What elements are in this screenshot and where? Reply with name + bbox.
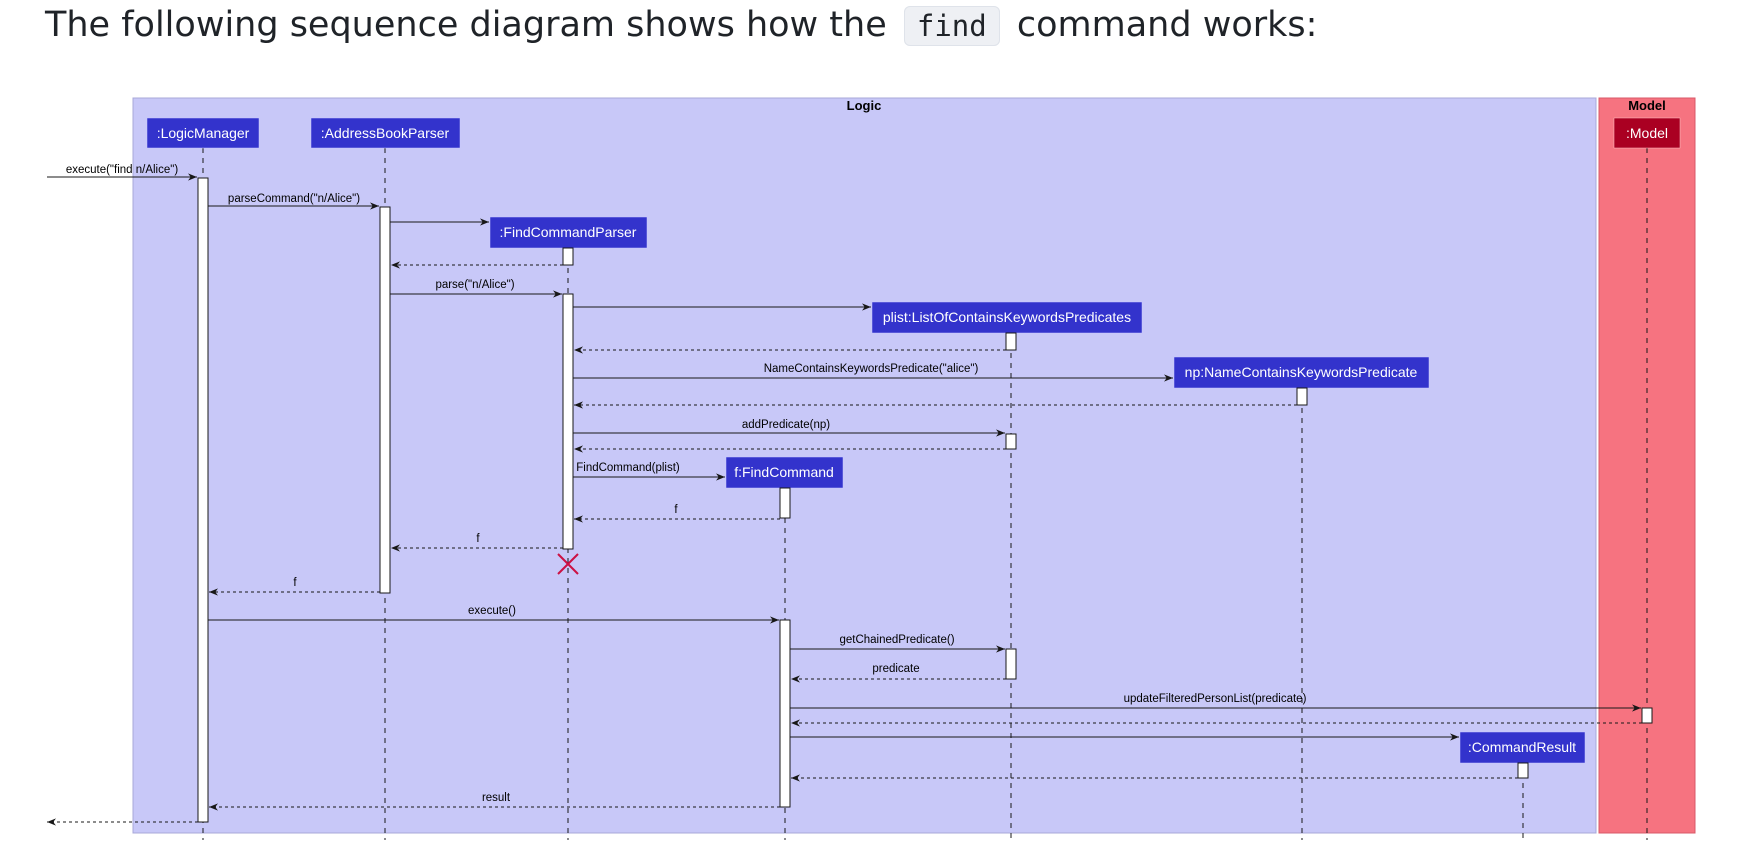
model-box-title: Model xyxy=(1628,98,1666,113)
participant-command-result xyxy=(1459,731,1586,764)
activation-plist-get xyxy=(1005,648,1017,680)
intro-text-after: command works: xyxy=(1016,5,1318,45)
label-return-result: result xyxy=(482,792,511,804)
destroy-find-command-parser-icon xyxy=(557,553,579,575)
activation-find-command-parser-creation xyxy=(562,247,574,266)
activation-np-creation xyxy=(1296,387,1308,406)
label-return-f-2: f xyxy=(476,533,480,545)
activation-address-book-parser xyxy=(379,206,391,594)
intro-text-before: The following sequence diagram shows how… xyxy=(45,5,887,45)
label-return-f-1: f xyxy=(674,504,678,516)
label-find-command-ctor: FindCommand(plist) xyxy=(576,462,680,474)
inline-code-find: find xyxy=(903,6,1000,46)
label-name-predicate: NameContainsKeywordsPredicate("alice") xyxy=(764,363,979,375)
activation-plist-add xyxy=(1005,433,1017,450)
participant-np xyxy=(1173,356,1430,389)
participant-address-book-parser-label: :AddressBookParser xyxy=(321,125,450,141)
activation-find-command-creation xyxy=(779,487,791,519)
activation-logic-manager xyxy=(197,177,209,823)
participant-address-book-parser xyxy=(310,117,461,149)
participant-model xyxy=(1613,117,1681,149)
participant-model-label: :Model xyxy=(1626,125,1668,141)
participant-plist-label: plist:ListOfContainsKeywordsPredicates xyxy=(883,309,1131,325)
participant-logic-manager xyxy=(146,117,260,149)
intro-sentence: The following sequence diagram shows how… xyxy=(45,0,1317,50)
label-update-filtered: updateFilteredPersonList(predicate) xyxy=(1124,693,1307,705)
label-parse-command: parseCommand("n/Alice") xyxy=(228,193,360,205)
participant-find-command-parser xyxy=(489,216,648,249)
participant-np-label: np:NameContainsKeywordsPredicate xyxy=(1185,364,1418,380)
label-return-predicate: predicate xyxy=(872,663,919,675)
activation-plist-creation xyxy=(1005,332,1017,351)
logic-box-title: Logic xyxy=(847,98,882,113)
label-execute: execute() xyxy=(468,605,516,617)
participant-find-command-parser-label: :FindCommandParser xyxy=(500,224,637,240)
label-execute-find: execute("find n/Alice") xyxy=(66,164,179,176)
label-return-f-3: f xyxy=(293,577,297,589)
activation-find-command-parser xyxy=(562,293,574,550)
participant-find-command-label: f:FindCommand xyxy=(734,464,834,480)
participant-logic-manager-label: :LogicManager xyxy=(157,125,250,141)
activation-find-command-execute xyxy=(779,619,791,808)
participant-command-result-label: :CommandResult xyxy=(1468,739,1576,755)
activation-command-result xyxy=(1517,762,1529,779)
participant-find-command xyxy=(725,456,844,489)
activation-model xyxy=(1641,707,1653,724)
label-get-chained-predicate: getChainedPredicate() xyxy=(839,634,954,646)
label-add-predicate: addPredicate(np) xyxy=(742,419,830,431)
label-parse: parse("n/Alice") xyxy=(435,279,514,291)
participant-plist xyxy=(871,301,1143,334)
logic-box xyxy=(132,97,1597,834)
